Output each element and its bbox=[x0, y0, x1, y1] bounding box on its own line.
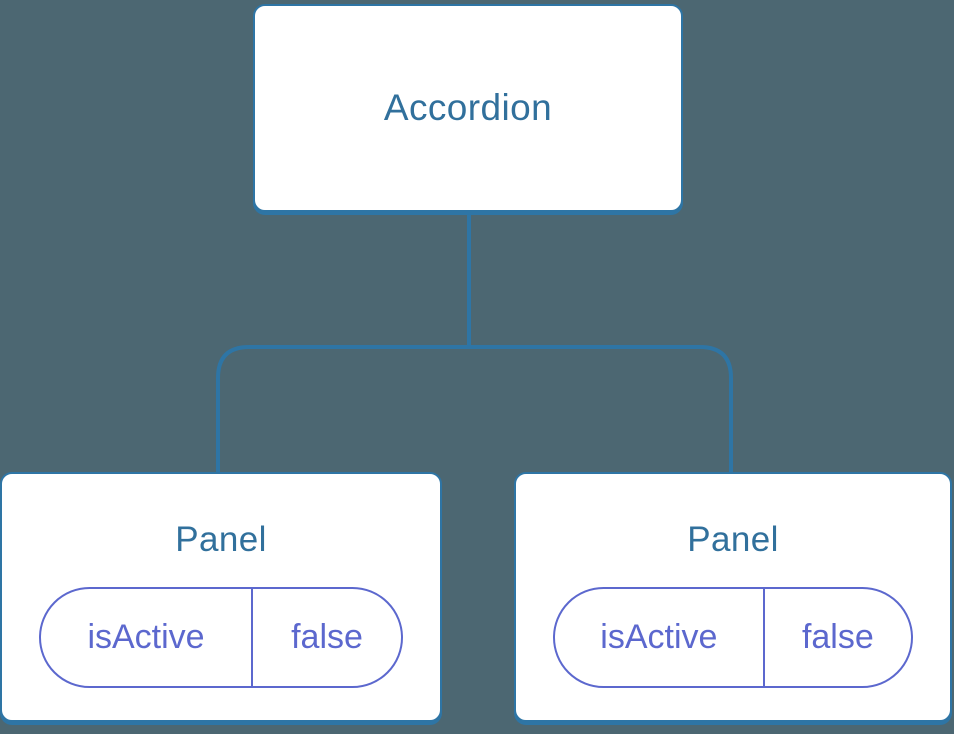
branch-bracket-line bbox=[216, 345, 733, 473]
accordion-node-label: Accordion bbox=[383, 87, 553, 128]
state-key: isActive bbox=[87, 618, 205, 656]
state-pill: isActive false bbox=[553, 587, 913, 688]
state-value: false bbox=[251, 589, 401, 686]
state-key: isActive bbox=[600, 618, 718, 656]
panel-node-label: Panel bbox=[687, 520, 779, 559]
state-pill: isActive false bbox=[39, 587, 403, 688]
panel-node-label: Panel bbox=[175, 520, 267, 559]
panel-node-right: Panel isActive false bbox=[514, 472, 952, 722]
state-value: false bbox=[762, 589, 911, 686]
panel-node-left: Panel isActive false bbox=[0, 472, 442, 722]
accordion-node: Accordion bbox=[253, 4, 683, 212]
